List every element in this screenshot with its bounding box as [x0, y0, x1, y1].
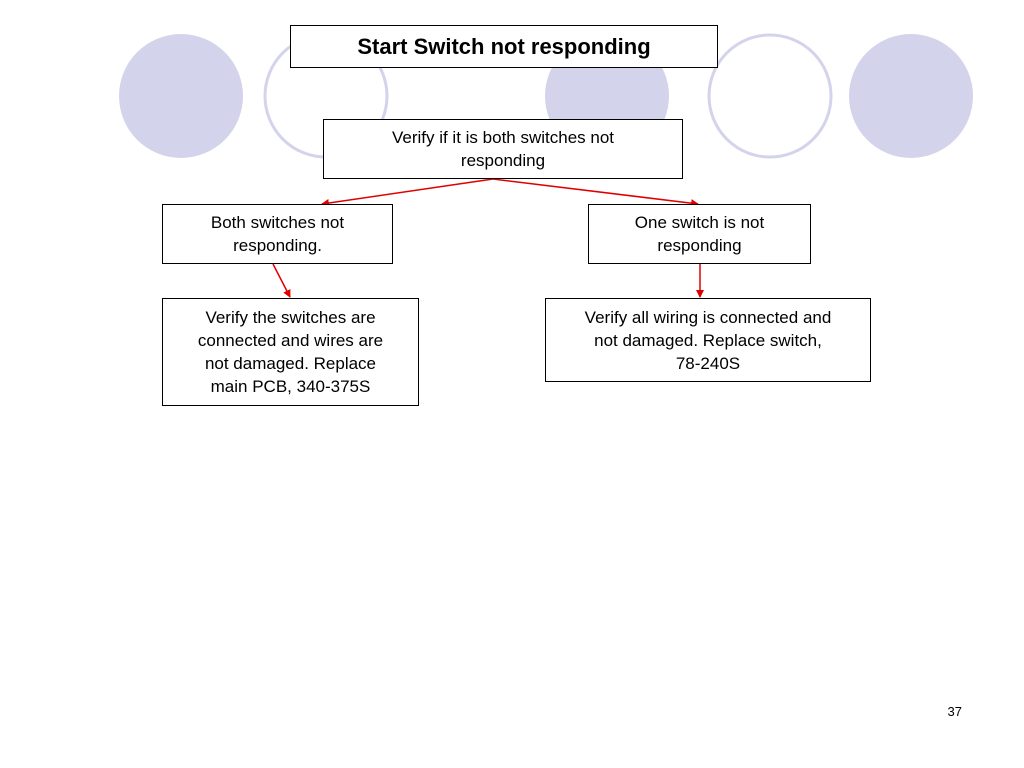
- arrow-verify-to-both: [321, 178, 494, 207]
- filled-circle: [119, 34, 243, 158]
- arrow-both-to-action: [272, 263, 291, 298]
- filled-circle: [849, 34, 973, 158]
- arrow-verify-to-one: [492, 178, 699, 208]
- outline-circle: [707, 33, 833, 159]
- node-both-switches-not-responding: Both switches not responding.: [162, 204, 393, 264]
- node-action-replace-pcb: Verify the switches are connected and wi…: [162, 298, 419, 406]
- node-verify-both-switches: Verify if it is both switches not respon…: [323, 119, 683, 179]
- node-one-switch-not-responding: One switch is not responding: [588, 204, 811, 264]
- slide-title: Start Switch not responding: [290, 25, 718, 68]
- node-action-replace-switch: Verify all wiring is connected and not d…: [545, 298, 871, 382]
- page-number: 37: [947, 704, 962, 719]
